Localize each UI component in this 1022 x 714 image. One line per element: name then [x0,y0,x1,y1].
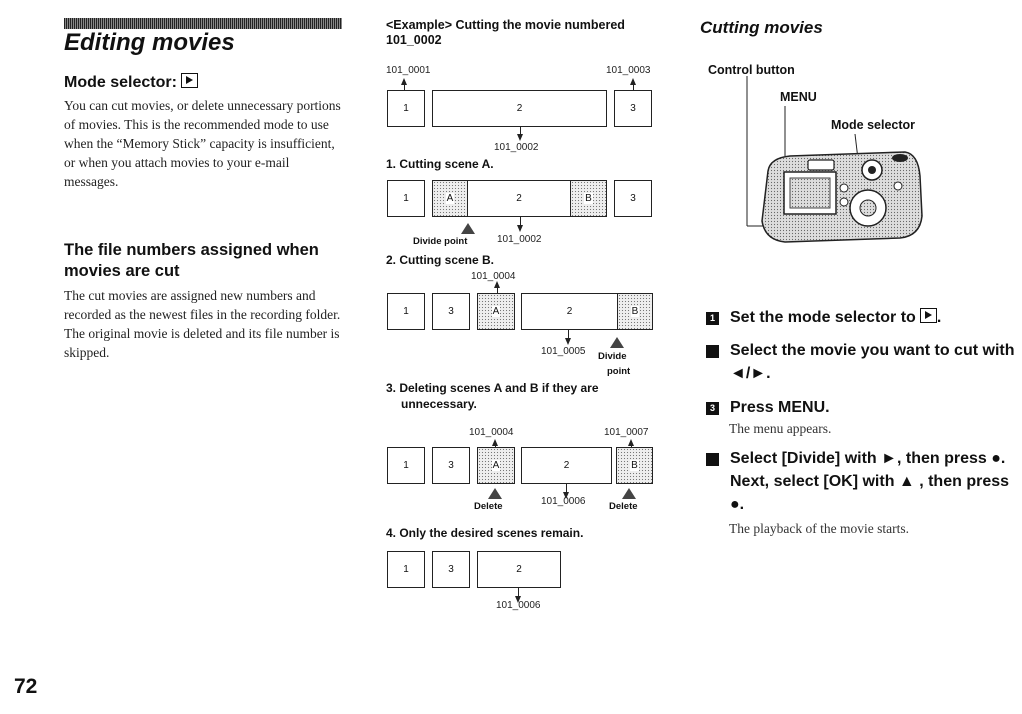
delete-label: Delete [609,501,638,512]
scene-box: 1 [387,180,425,217]
step-2: 2 Select the movie you want to cut with ◄… [698,339,1022,385]
pointer-line [518,588,519,600]
mode-selector-label: Mode selector [831,118,916,132]
scene-box: 2 [432,90,607,127]
step-4-subtext: The playback of the movie starts. [729,521,909,536]
scene-box: 1 [387,293,425,330]
arrow-down-icon [565,338,571,345]
scene-box: B [570,180,607,217]
cutting-movies-heading: Cutting movies [700,18,823,37]
file-label: 101_0006 [541,496,586,507]
pointer-line [566,484,567,496]
step-number-badge: 4 [698,453,719,466]
file-label: 101_0003 [606,65,651,76]
scene-box: 1 [387,447,425,484]
mode-selector-heading-text: Mode selector: [64,74,177,91]
scene-box: A [432,180,468,217]
file-label: 101_0001 [386,65,431,76]
example-caption: <Example> Cutting the movie numbered 101… [386,18,625,47]
step-4-caption: 4. Only the desired scenes remain. [386,526,584,540]
step-2-text: Select the movie you want to cut with ◄/… [730,342,1015,382]
divide-point-marker [461,223,475,234]
playback-mode-icon [180,73,198,88]
scene-box: 3 [614,180,652,217]
scene-box: 1 [387,90,425,127]
step-number-badge: 3 [706,402,719,415]
step-3-caption: 3. Deleting scenes A and B if they are [386,381,599,395]
scene-box: B [616,447,653,484]
camera-illustration [746,76,923,243]
step-3-caption-cont: unnecessary. [401,397,477,411]
pointer-line [404,80,405,94]
delete-marker [488,488,502,499]
pointer-line [520,127,521,139]
arrow-up-icon [630,78,636,85]
file-label: 101_0007 [604,427,649,438]
arrow-down-icon [517,225,523,232]
point-label: point [607,366,631,377]
scene-box: 2 [477,551,561,588]
file-label: 101_0002 [494,142,539,153]
mode-selector-heading: Mode selector: [64,73,198,92]
scene-box: 2 [521,293,617,330]
delete-marker [622,488,636,499]
step-4: 4 Select [Divide] with ►, then press ●. N… [698,447,1020,516]
menu-label: MENU [780,90,817,104]
pointer-line [568,330,569,342]
arrow-down-icon [563,492,569,499]
title-bar-decoration [64,18,342,29]
step-1-text: Set the mode selector to [730,309,916,326]
arrow-down-icon [515,596,521,603]
step-4-text: Select [Divide] with ►, then press ●. Ne… [730,450,1010,513]
step-2-caption: 2. Cutting scene B. [386,253,495,267]
file-label: 101_0005 [541,346,586,357]
arrow-up-icon [628,439,634,446]
file-numbers-text: The cut movies are assigned new numbers … [64,288,341,360]
arrow-up-icon [492,439,498,446]
step-number-badge: 2 [698,345,719,358]
file-label: 101_0002 [497,234,542,245]
scene-box: 3 [614,90,652,127]
step-3: 3 Press MENU. [706,396,830,419]
arrow-down-icon [517,134,523,141]
file-label: 101_0006 [496,600,541,611]
scene-box: B [617,293,653,330]
pointer-line [497,283,498,297]
pointer-line [520,217,521,229]
file-label: 101_0004 [469,427,514,438]
step-1-caption: 1. Cutting scene A. [386,157,494,171]
step-number-badge: 1 [706,312,719,325]
scene-box: 3 [432,293,470,330]
divide-label: Divide [598,351,627,362]
page-number: 72 [14,675,38,698]
scene-box: 3 [432,551,470,588]
arrow-up-icon [401,78,407,85]
arrow-up-icon [494,281,500,288]
page-title: Editing movies [64,29,235,56]
divide-point-marker [610,337,624,348]
file-label: 101_0004 [471,271,516,282]
control-button-label: Control button [708,63,795,77]
mode-selector-text: You can cut movies, or delete unnecessar… [64,98,341,189]
scene-box: A [477,293,515,330]
playback-mode-icon [919,308,937,323]
scene-box: 2 [521,447,612,484]
file-numbers-heading: The file numbers assigned when movies ar… [64,241,319,280]
pointer-line [633,80,634,94]
step-3-subtext: The menu appears. [729,421,832,436]
scene-box: 2 [468,180,570,217]
step-3-text: Press MENU. [730,399,830,416]
scene-box: 1 [387,551,425,588]
divide-point-label: Divide point [413,236,468,247]
delete-label: Delete [474,501,503,512]
scene-box: 3 [432,447,470,484]
scene-box: A [477,447,515,484]
